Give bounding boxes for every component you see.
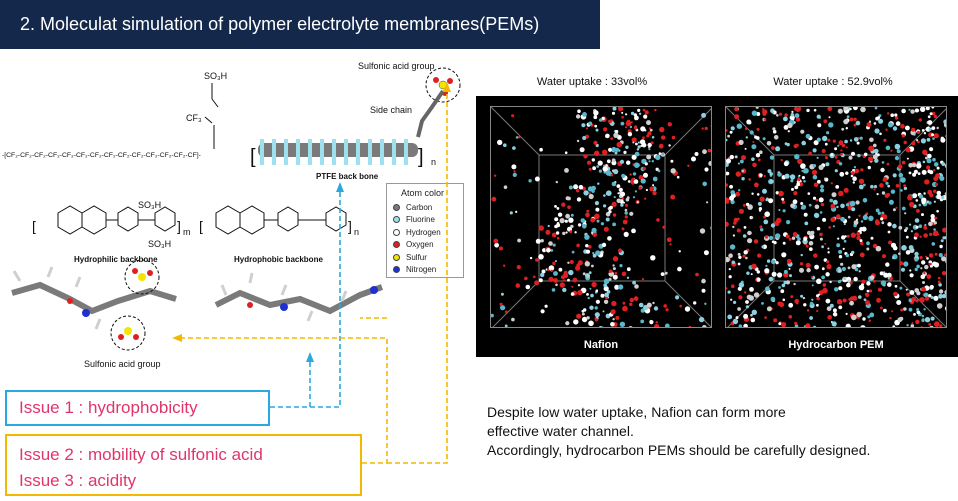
sulfur-swatch [393, 253, 400, 261]
hc-so3h-top: SO₃H [138, 200, 161, 210]
legend-item-fluorine: Fluorine [393, 214, 457, 227]
hydrogen-swatch [393, 228, 400, 236]
hc-m-subscript: m [183, 227, 191, 237]
svg-text:]: ] [418, 146, 424, 168]
nafion-water-uptake: Water uptake : 33vol% [536, 76, 648, 88]
svg-text:[: [ [250, 146, 256, 168]
conclusion-line-2: effective water channel. [487, 423, 634, 439]
legend-item-nitrogen: Nitrogen [393, 264, 457, 277]
ptfe-backbone-label: PTFE back bone [316, 172, 379, 181]
conclusion-line-3: Accordingly, hydrocarbon PEMs should be … [487, 442, 871, 458]
svg-text:]: ] [177, 218, 181, 234]
svg-text:]: ] [348, 218, 352, 234]
svg-text:[: [ [32, 218, 36, 234]
oxygen-swatch [393, 241, 400, 249]
legend-label: Sulfur [406, 252, 427, 262]
nafion-cf3-label: CF₃ [186, 113, 202, 123]
issue2-box: Issue 2 : mobility of sulfonic acid Issu… [5, 434, 362, 496]
legend-item-oxygen: Oxygen [393, 239, 457, 252]
hc-so3h-bottom: SO₃H [148, 239, 171, 249]
legend-label: Nitrogen [406, 265, 437, 275]
nafion-simulation-image [491, 107, 711, 327]
nafion-structure: SO₃H CF₃ -[CF₂-CF₂-CF₂-CF₂-CF₂-CF₂-CF₂-C… [2, 71, 227, 159]
hydrocarbon-caption: Hydrocarbon PEM [788, 339, 884, 351]
legend-label: Fluorine [406, 215, 435, 225]
issue2-text: Issue 2 : mobility of sulfonic acid [19, 445, 263, 464]
nafion-simulation-box [490, 106, 712, 328]
nafion-so3h-label: SO₃H [204, 71, 227, 81]
hydrocarbon-simulation-image [726, 107, 946, 327]
legend-item-sulfur: Sulfur [393, 251, 457, 264]
fluorine-swatch [393, 216, 400, 224]
hydrophobic-label: Hydrophobic backbone [234, 255, 323, 264]
ptfe-n-subscript: n [431, 157, 436, 167]
legend-label: Oxygen [406, 240, 434, 250]
hydrocarbon-water-uptake: Water uptake : 52.9vol% [773, 76, 893, 88]
sulfonic-acid-label-top: Sulfonic acid group [358, 61, 435, 71]
hydrocarbon-3d-model: Sulfonic acid group [11, 259, 384, 369]
sulfonic-acid-label-bottom: Sulfonic acid group [84, 359, 161, 369]
svg-text:[: [ [199, 218, 203, 234]
nafion-3d-model: Sulfonic acid group Side chain [ ] n PTF… [250, 61, 461, 181]
hydrocarbon-simulation-box [725, 106, 947, 328]
issue1-box: Issue 1 : hydrophobicity [5, 390, 270, 426]
simulation-panel: Nafion Hydrocarbon PEM [476, 96, 958, 357]
nitrogen-swatch [393, 266, 400, 274]
side-chain-label: Side chain [370, 105, 412, 115]
legend-item-carbon: Carbon [393, 201, 457, 214]
hc-n-subscript: n [354, 227, 359, 237]
legend-item-hydrogen: Hydrogen [393, 226, 457, 239]
legend-label: Hydrogen [406, 227, 441, 237]
legend-title: Atom color [401, 188, 445, 198]
carbon-swatch [393, 203, 400, 211]
conclusion-text: Despite low water uptake, Nafion can for… [487, 403, 957, 460]
nafion-backbone-label: -[CF₂-CF₂-CF₂-CF₂-CF₂-CF₂-CF₂-CF₂-CF₂-CF… [2, 152, 201, 159]
legend-label: Carbon [406, 202, 433, 212]
nafion-caption: Nafion [583, 339, 619, 351]
conclusion-line-1: Despite low water uptake, Nafion can for… [487, 404, 786, 420]
hydrophilic-label: Hydrophilic backbone [74, 255, 158, 264]
hydrocarbon-structure: [ SO₃H SO₃H ] m [ ] n Hydrophilic backbo… [32, 200, 359, 264]
slide-title: 2. Moleculat simulation of polymer elect… [0, 0, 600, 49]
issue3-text: Issue 3 : acidity [19, 471, 137, 490]
issue1-text: Issue 1 : hydrophobicity [19, 398, 198, 417]
